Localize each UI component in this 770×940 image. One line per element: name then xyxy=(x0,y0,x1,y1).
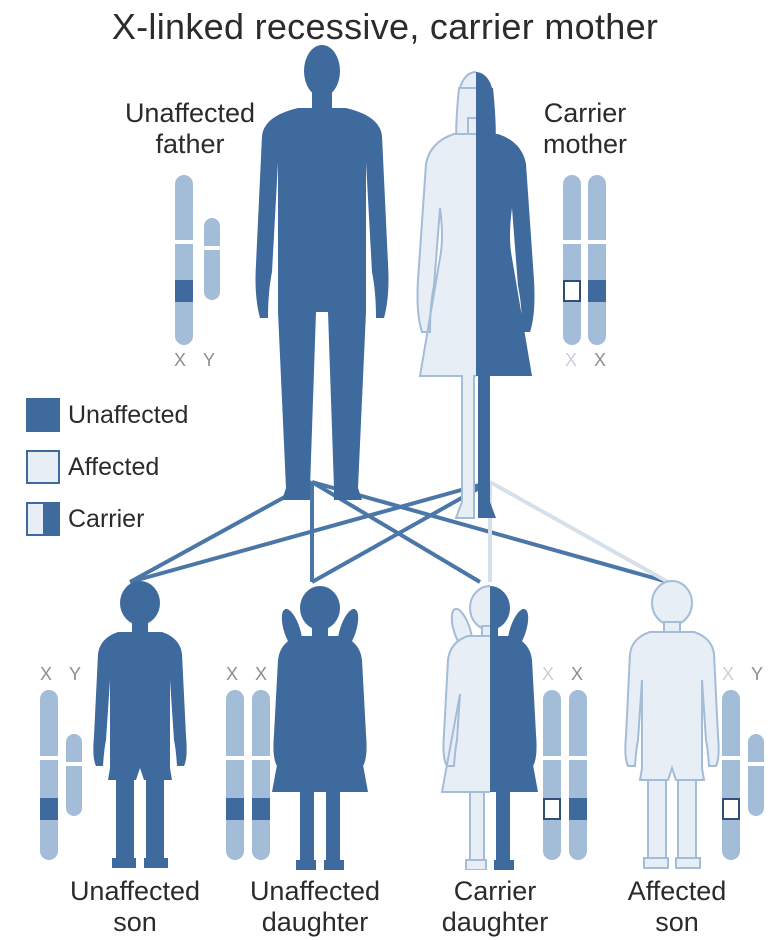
child3-label: Carrier daughter xyxy=(420,876,570,938)
child2-figure xyxy=(272,586,368,870)
child4-y-chromosome xyxy=(748,734,764,816)
child3-label-line1: Carrier xyxy=(420,876,570,907)
line-mother-son2 xyxy=(490,482,668,582)
child4-chromosomes xyxy=(722,690,764,860)
inheritance-lines xyxy=(130,482,668,582)
mother-chromosomes xyxy=(563,175,606,345)
child3-label-line2: daughter xyxy=(420,907,570,938)
child2-label-line1: Unaffected xyxy=(240,876,390,907)
child1-y-chromosome xyxy=(66,734,82,816)
mother-x2-normal-allele xyxy=(588,280,606,302)
child4-figure xyxy=(625,581,718,868)
child1-x-chromosome xyxy=(40,690,58,860)
child3-x2-chromosome xyxy=(569,690,587,860)
child2-chromosomes xyxy=(226,690,270,860)
child1-figure xyxy=(93,581,186,868)
father-figure xyxy=(256,45,389,500)
child3-figure xyxy=(442,586,538,870)
father-chromosomes xyxy=(175,175,220,345)
child1-x-normal-allele xyxy=(40,798,58,820)
child2-label-line2: daughter xyxy=(240,907,390,938)
pedigree-artwork xyxy=(0,0,770,870)
mother-x1-chromosome xyxy=(563,175,581,345)
child3-x1-mutant-allele xyxy=(544,799,560,819)
child2-x2-chromosome xyxy=(252,690,270,860)
mother-figure xyxy=(418,72,535,518)
child4-x-mutant-allele xyxy=(723,799,739,819)
child3-x2-normal-allele xyxy=(569,798,587,820)
child2-label: Unaffected daughter xyxy=(240,876,390,938)
child2-x2-normal-allele xyxy=(252,798,270,820)
child4-x-chromosome xyxy=(722,690,740,860)
child2-x1-normal-allele xyxy=(226,798,244,820)
father-x-chromosome xyxy=(175,175,193,345)
child1-chromosomes xyxy=(40,690,82,860)
mother-x2-chromosome xyxy=(588,175,606,345)
child1-label-line2: son xyxy=(60,907,210,938)
child4-label-line1: Affected xyxy=(602,876,752,907)
child2-x1-chromosome xyxy=(226,690,244,860)
child1-label-line1: Unaffected xyxy=(60,876,210,907)
child4-label-line2: son xyxy=(602,907,752,938)
child3-x1-chromosome xyxy=(543,690,561,860)
child4-label: Affected son xyxy=(602,876,752,938)
father-x-normal-allele xyxy=(175,280,193,302)
father-y-chromosome xyxy=(204,218,220,300)
child1-label: Unaffected son xyxy=(60,876,210,938)
mother-x1-mutant-allele xyxy=(564,281,580,301)
child3-chromosomes xyxy=(543,690,587,860)
